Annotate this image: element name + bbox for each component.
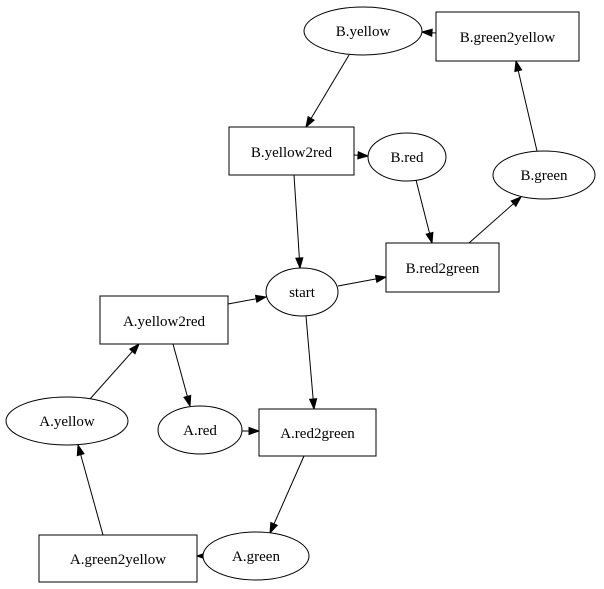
edge-b-green2yellow-to-b-yellow (420, 28, 437, 37)
arrowhead (128, 342, 141, 355)
edge-line (172, 343, 188, 397)
node-label: A.green2yellow (70, 552, 166, 568)
arrowhead (510, 195, 523, 208)
arrowhead (420, 28, 433, 37)
transition-box (228, 126, 355, 176)
state-ellipse (367, 132, 447, 182)
node-b-red2green: B.red2green (385, 242, 500, 293)
node-a-green: A.green (202, 531, 310, 581)
arrowhead (425, 231, 434, 245)
nodes: B.yellow B.green2yellow B.yellow2red B.r… (5, 6, 596, 583)
node-b-green2yellow: B.green2yellow (435, 11, 580, 62)
node-a-red: A.red (157, 405, 243, 455)
node-label: A.red (183, 423, 217, 439)
edge-a-yellow2red-to-a-red (172, 343, 192, 408)
node-a-green2yellow: A.green2yellow (38, 534, 198, 583)
node-label: B.green (520, 168, 568, 184)
state-ellipse (492, 150, 596, 200)
node-b-yellow: B.yellow (303, 6, 423, 56)
edge-line (310, 54, 350, 119)
node-label: A.yellow2red (123, 314, 206, 330)
edge-b-yellow2red-to-b-red (353, 151, 370, 160)
node-b-red: B.red (367, 132, 447, 182)
arrowhead (357, 151, 370, 160)
edge-b-red-to-b-red2green (415, 179, 434, 245)
edge-b-red2green-to-b-green (468, 195, 523, 244)
transition-box (385, 242, 500, 293)
arrowhead (76, 443, 85, 457)
node-label: B.red (391, 150, 424, 166)
edge-line (468, 203, 514, 244)
node-a-yellow2red: A.yellow2red (99, 295, 229, 345)
edge-b-green-to-b-green2yellow (514, 59, 538, 152)
state-ellipse (202, 531, 310, 581)
node-label: A.yellow (39, 414, 95, 430)
edge-start-to-b-red2green (337, 274, 388, 287)
transition-box (435, 11, 580, 62)
node-label: A.red2green (280, 426, 355, 442)
edge-line (305, 315, 314, 400)
arrowhead (248, 426, 261, 436)
edge-a-red-to-a-red2green (242, 426, 261, 436)
edge-line (89, 351, 133, 400)
edge-line (227, 298, 257, 305)
node-label: B.green2yellow (460, 30, 556, 46)
transition-box (38, 534, 198, 583)
edge-line (80, 454, 104, 536)
state-ellipse (5, 396, 129, 446)
state-ellipse (303, 6, 423, 56)
edge-start-to-a-red2green (305, 315, 318, 411)
node-a-red2green: A.red2green (258, 408, 377, 457)
transition-box (99, 295, 229, 345)
node-label: start (289, 285, 316, 301)
arrowhead (295, 257, 304, 270)
node-label: A.green (232, 549, 280, 565)
edge-line (517, 70, 538, 152)
edge-a-red2green-to-a-green (269, 455, 305, 535)
node-b-green: B.green (492, 150, 596, 200)
edge-line (415, 179, 431, 234)
edge-a-yellow2red-to-start (227, 294, 268, 305)
edge-b-yellow2red-to-start (293, 174, 304, 270)
node-start: start (265, 267, 339, 317)
arrowhead (183, 394, 192, 408)
arrowhead (269, 521, 279, 535)
node-b-yellow2red: B.yellow2red (228, 126, 355, 176)
node-a-yellow: A.yellow (5, 396, 129, 446)
edge-b-yellow-to-b-yellow2red (305, 54, 350, 129)
arrowhead (308, 398, 318, 411)
edge-line (273, 455, 305, 525)
node-label: B.yellow (336, 24, 391, 40)
edge-a-green2yellow-to-a-yellow (76, 443, 104, 536)
state-ellipse (265, 267, 339, 317)
transition-box (258, 408, 377, 457)
node-label: B.red2green (406, 261, 480, 277)
arrowhead (254, 294, 268, 304)
arrowhead (374, 274, 388, 284)
state-ellipse (157, 405, 243, 455)
edges (76, 28, 538, 561)
arrowhead (305, 115, 315, 129)
edge-line (337, 278, 377, 287)
arrowhead (514, 59, 523, 73)
edge-a-yellow-to-a-yellow2red (89, 342, 141, 400)
node-label: B.yellow2red (251, 145, 333, 161)
edge-line (293, 174, 300, 259)
